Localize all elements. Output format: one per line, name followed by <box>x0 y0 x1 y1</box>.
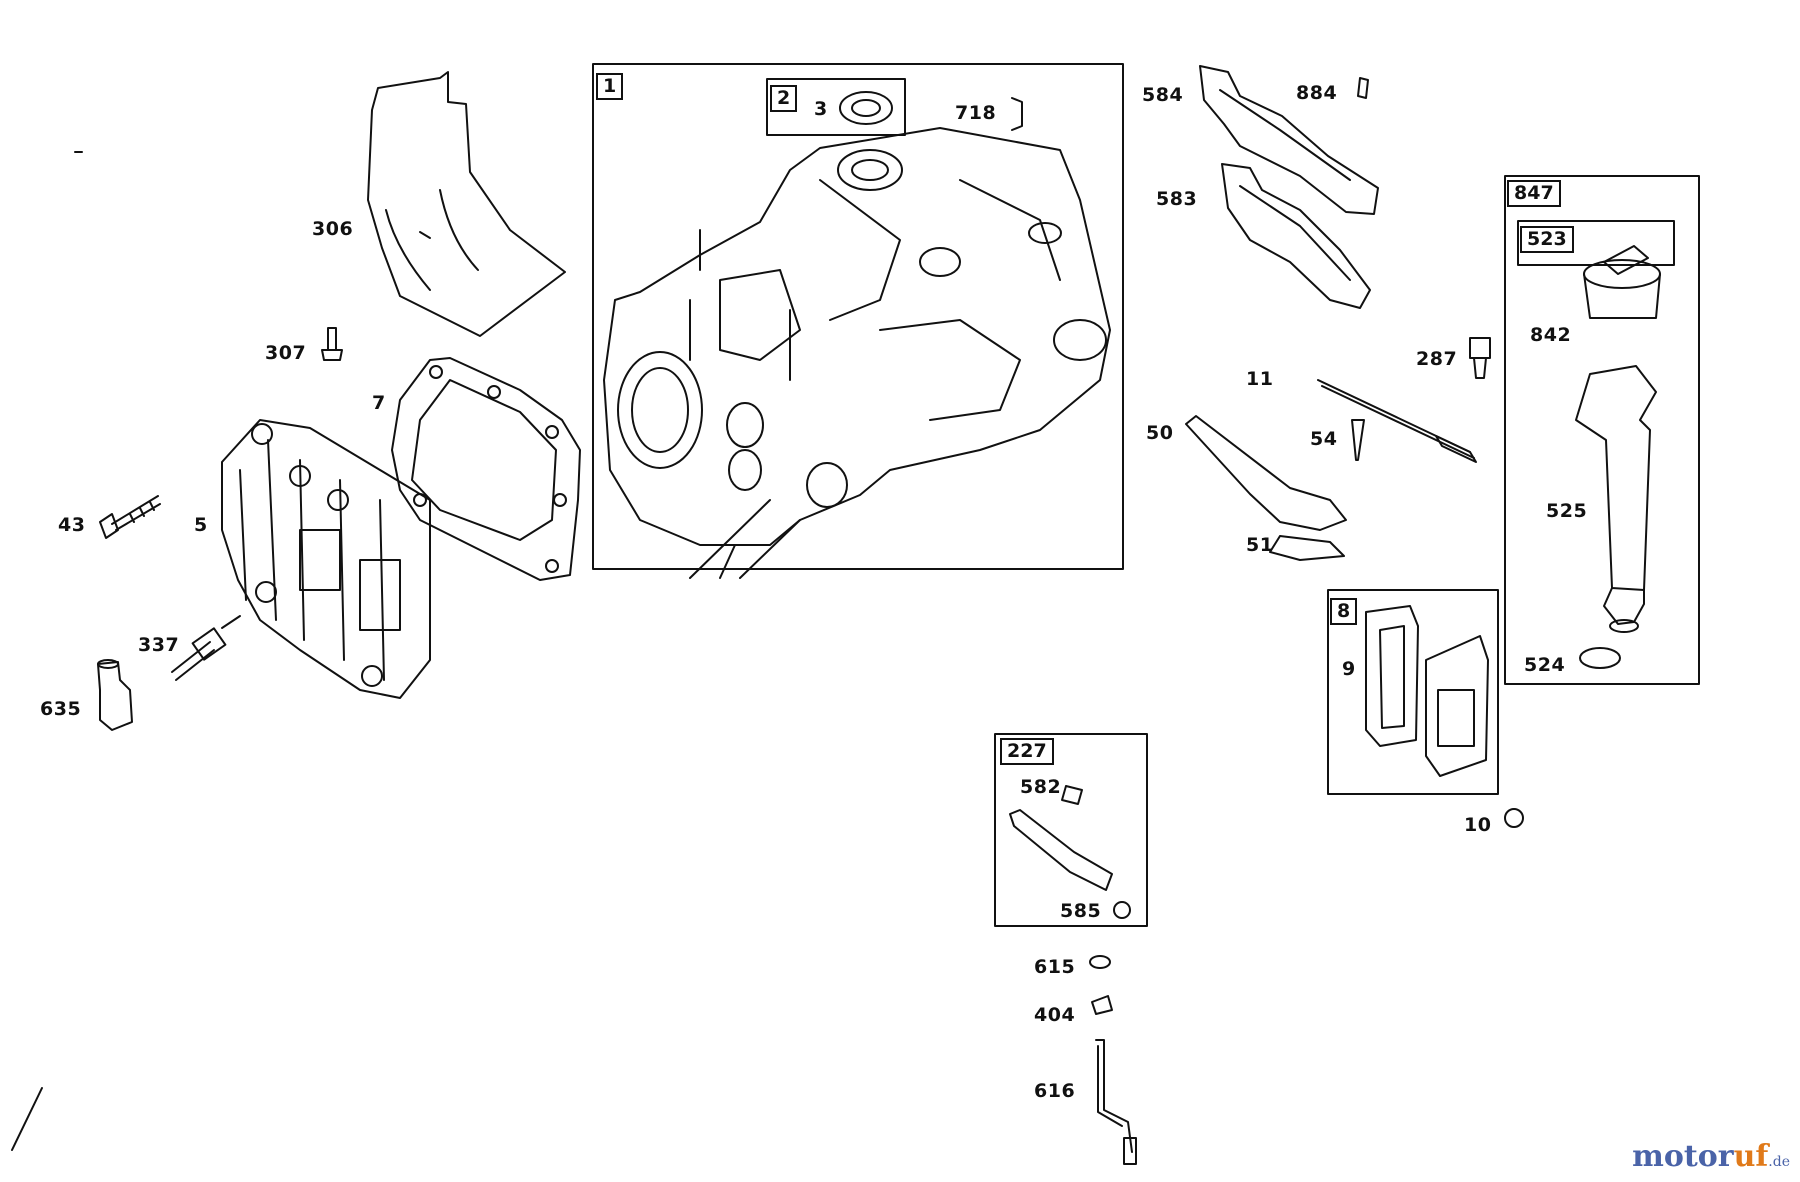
group-box-1 <box>592 63 1124 570</box>
cylinder-head <box>221 419 431 699</box>
breather-cover-584 <box>1199 65 1379 215</box>
part-label-884: 884 <box>1296 82 1338 104</box>
plug-287 <box>1469 337 1491 379</box>
part-label-582: 582 <box>1020 776 1062 798</box>
screw-54 <box>1351 419 1365 461</box>
part-label-11: 11 <box>1246 368 1274 390</box>
group-box-227 <box>994 733 1148 927</box>
group-label-8: 8 <box>1330 598 1358 625</box>
part-label-584: 584 <box>1142 84 1184 106</box>
dipstick-tube <box>1575 365 1657 633</box>
watermark-brand-main: motor <box>1632 1139 1734 1174</box>
part-615 <box>1089 955 1111 969</box>
screw-884 <box>1357 77 1369 99</box>
part-label-583: 583 <box>1156 188 1198 210</box>
part-label-43: 43 <box>58 514 86 536</box>
watermark-brand-accent: uf <box>1733 1139 1769 1174</box>
watermark-logo: motoruf.de <box>1632 1139 1790 1174</box>
part-404 <box>1091 995 1113 1015</box>
group-box-523 <box>1517 220 1675 266</box>
governor-link-group <box>1009 785 1131 919</box>
part-label-337: 337 <box>138 634 180 656</box>
breather-assembly <box>1365 605 1489 777</box>
gasket-51 <box>1269 535 1345 561</box>
breather-gasket-583 <box>1221 163 1371 309</box>
group-label-847: 847 <box>1507 180 1561 207</box>
engine-block <box>603 127 1111 579</box>
part-label-5: 5 <box>194 514 208 536</box>
part-label-10: 10 <box>1464 814 1492 836</box>
part-label-50: 50 <box>1146 422 1174 444</box>
group-label-1: 1 <box>596 73 624 100</box>
group-label-523: 523 <box>1520 226 1574 253</box>
screw-307 <box>321 327 343 361</box>
governor-lever <box>1185 415 1347 531</box>
part-label-3: 3 <box>814 98 828 120</box>
spark-plug <box>171 615 241 681</box>
group-box-8 <box>1327 589 1499 795</box>
part-label-54: 54 <box>1310 428 1338 450</box>
part-label-842: 842 <box>1530 324 1572 346</box>
part-label-635: 635 <box>40 698 82 720</box>
part-label-615: 615 <box>1034 956 1076 978</box>
stray-mark-2 <box>11 1087 43 1151</box>
part-label-51: 51 <box>1246 534 1274 556</box>
screw-10 <box>1504 808 1524 828</box>
watermark-tld: .de <box>1768 1154 1790 1170</box>
group-label-227: 227 <box>1000 738 1054 765</box>
link-616 <box>1095 1039 1137 1165</box>
dipstick-cap <box>1583 245 1661 319</box>
part-label-307: 307 <box>265 342 307 364</box>
part-label-718: 718 <box>955 102 997 124</box>
part-label-616: 616 <box>1034 1080 1076 1102</box>
oil-seal <box>839 91 893 125</box>
governor-rod <box>1317 379 1477 463</box>
group-box-847 <box>1504 175 1700 685</box>
group-box-2 <box>766 78 906 136</box>
spark-plug-boot <box>97 659 133 731</box>
part-label-585: 585 <box>1060 900 1102 922</box>
part-label-9: 9 <box>1342 658 1356 680</box>
head-bolt <box>99 495 161 539</box>
heat-shield <box>367 71 566 337</box>
head-gasket <box>391 357 581 581</box>
part-label-287: 287 <box>1416 348 1458 370</box>
part-label-7: 7 <box>372 392 386 414</box>
o-ring-524 <box>1579 647 1621 669</box>
part-label-404: 404 <box>1034 1004 1076 1026</box>
part-label-525: 525 <box>1546 500 1588 522</box>
part-label-306: 306 <box>312 218 354 240</box>
dowel-pin <box>1011 97 1023 131</box>
group-label-2: 2 <box>770 85 798 112</box>
part-label-524: 524 <box>1524 654 1566 676</box>
